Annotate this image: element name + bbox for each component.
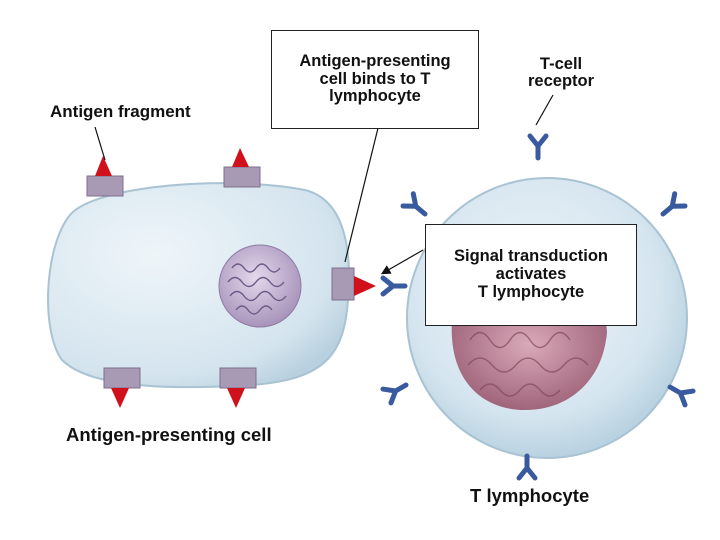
binding-line-3: lymphocyte <box>329 87 421 106</box>
antigen-fragment-icon <box>95 148 376 408</box>
t-cell-receptor-icon <box>658 194 685 220</box>
signal-line-3: T lymphocyte <box>477 282 585 301</box>
binding-line-1: Antigen-presenting <box>299 51 451 70</box>
antigen-presenting-cell <box>47 182 350 389</box>
callout-lines <box>94 94 554 275</box>
t-cell-receptor-line-2: receptor <box>528 72 595 91</box>
t-cell-receptor-icon <box>530 136 546 158</box>
t-cell-receptor-icon <box>383 278 405 294</box>
signal-line-2: activates <box>495 265 567 284</box>
binding-line-2: cell binds to T <box>319 69 431 88</box>
apc-nucleus <box>218 244 302 328</box>
t-cell-receptor-icon <box>403 194 430 220</box>
signal-line-1: Signal transduction <box>453 247 608 266</box>
signal-callout-box: Signal transduction activates T lymphocy… <box>425 224 637 326</box>
t-cell-receptor-label: T-cell receptor <box>528 55 595 91</box>
nucleus-texture <box>467 331 589 397</box>
binding-callout-box: Antigen-presenting cell binds to T lymph… <box>271 30 479 129</box>
t-lymphocyte-label: T lymphocyte <box>470 485 590 506</box>
apc-label: Antigen-presenting cell <box>66 424 272 445</box>
t-cell-receptor-line-1: T-cell <box>539 55 583 73</box>
t-cell-receptor-icon <box>519 456 535 478</box>
antigen-fragment-label: Antigen fragment <box>50 102 191 121</box>
nucleus-texture <box>227 263 287 315</box>
t-cell-receptor-icon <box>383 378 410 403</box>
